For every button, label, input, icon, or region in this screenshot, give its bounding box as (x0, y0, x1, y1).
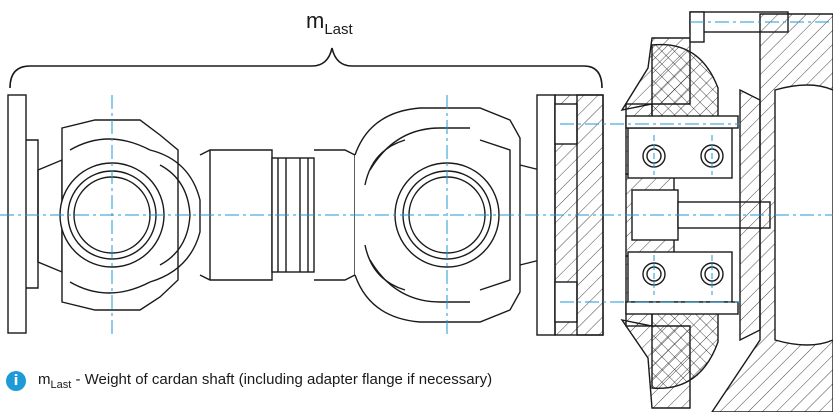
left-flange (7, 94, 63, 334)
info-icon: i (6, 371, 26, 391)
centerlines (0, 21, 833, 335)
weight-label: mLast (306, 8, 353, 38)
weight-brace (9, 47, 603, 89)
info-note-text: mLast - Weight of cardan shaft (includin… (38, 371, 492, 391)
note-symbol: m (38, 371, 51, 388)
weight-symbol: m (306, 8, 325, 33)
note-description: - Weight of cardan shaft (including adap… (71, 371, 493, 388)
right-flange (536, 94, 604, 336)
note-subscript: Last (50, 379, 72, 391)
coupling-housing (620, 11, 833, 412)
weight-subscript: Last (324, 21, 353, 38)
info-note: i mLast - Weight of cardan shaft (includ… (6, 371, 492, 391)
